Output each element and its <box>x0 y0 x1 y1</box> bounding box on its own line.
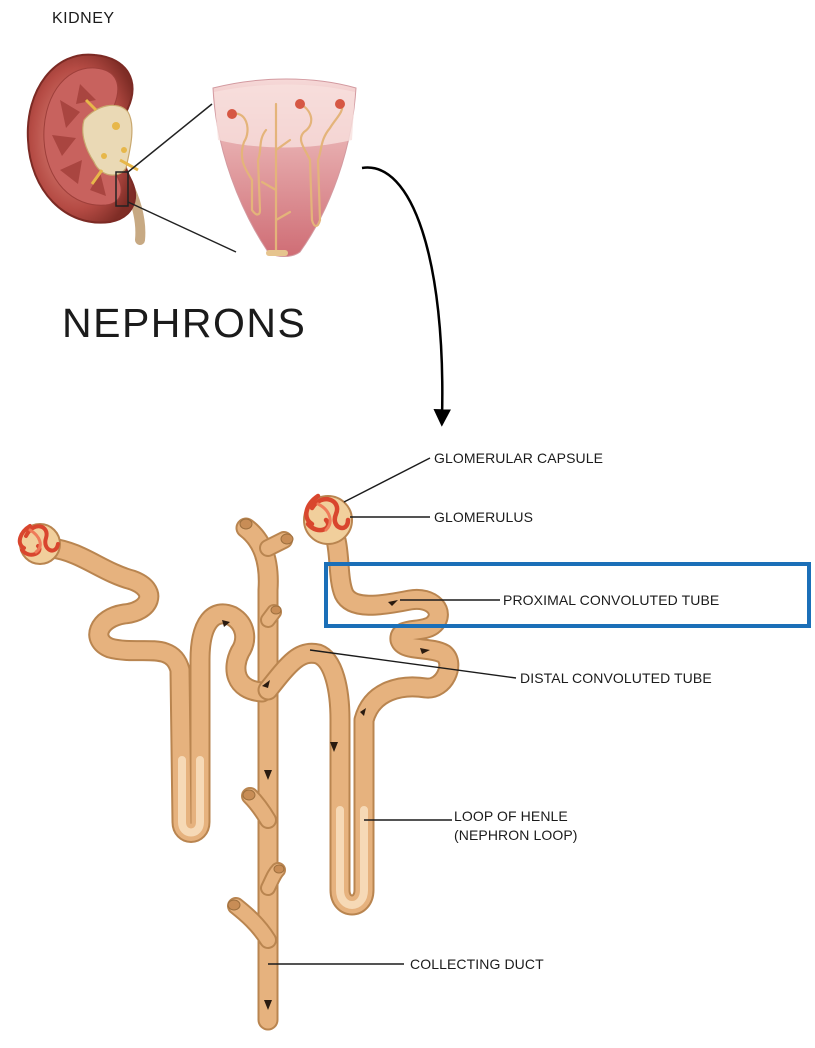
label-loop-of-henle: LOOP OF HENLE <box>454 808 568 824</box>
kidney-title: KIDNEY <box>52 10 115 28</box>
leader-glomerular-capsule <box>344 458 430 502</box>
left-glomerulus <box>20 524 60 564</box>
kidney-illustration <box>28 55 141 240</box>
label-glomerulus: GLOMERULUS <box>434 509 533 525</box>
zoom-arrow <box>362 168 442 418</box>
label-glomerular-capsule: GLOMERULAR CAPSULE <box>434 450 603 466</box>
label-nephron-loop: (NEPHRON LOOP) <box>454 827 578 843</box>
pyramid-cross-section <box>213 79 356 257</box>
collecting-duct-tube <box>228 519 293 1020</box>
renal-vessel <box>112 122 120 130</box>
zoom-line-top <box>128 104 212 172</box>
label-collecting-duct: COLLECTING DUCT <box>410 956 544 972</box>
label-distal-convoluted-tube: DISTAL CONVOLUTED TUBE <box>520 670 712 686</box>
leader-lines <box>268 458 516 964</box>
nephrons-title: NEPHRONS <box>62 300 306 347</box>
highlight-box-proximal <box>324 562 811 628</box>
left-nephron <box>52 548 262 833</box>
right-glomerulus <box>304 496 352 544</box>
